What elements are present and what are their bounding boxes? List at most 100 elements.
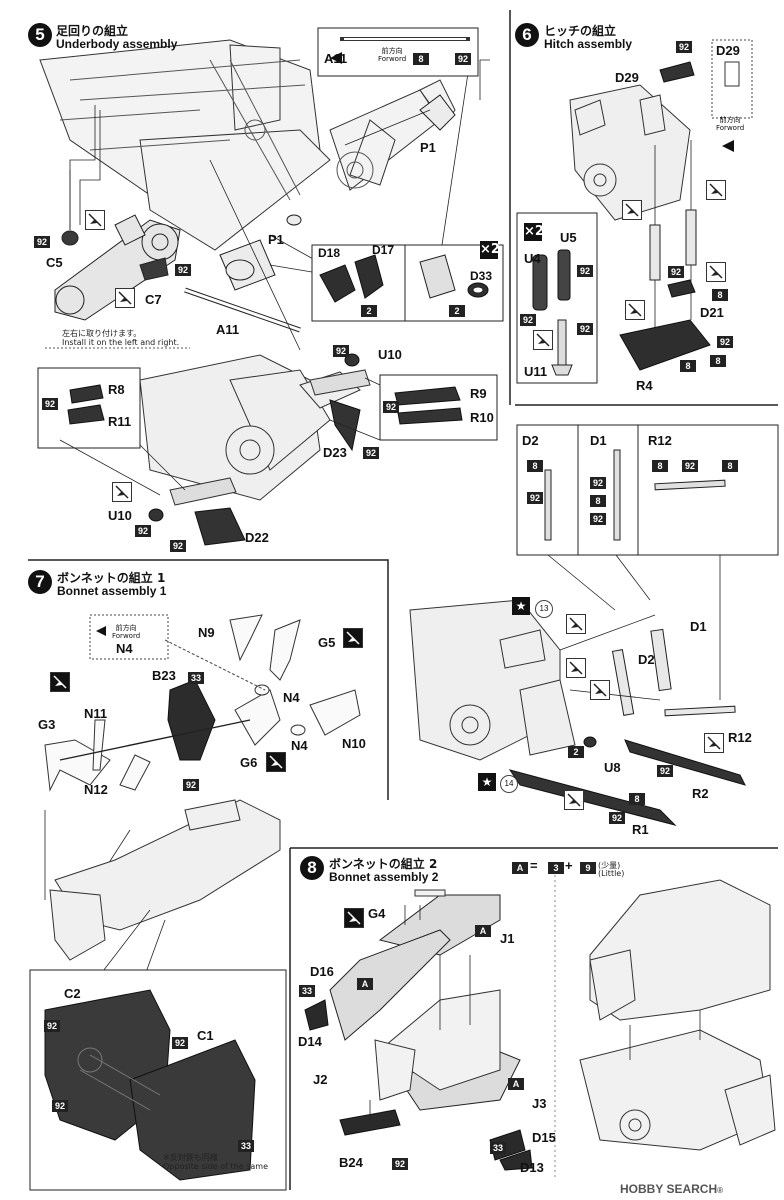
label-d29-inset: D29 — [716, 43, 740, 58]
label-c1: C1 — [197, 1028, 214, 1043]
caution-icon — [112, 482, 132, 502]
label-c7: C7 — [145, 292, 162, 307]
label-b23: B23 — [152, 668, 176, 683]
label-c2: C2 — [64, 986, 81, 1001]
paint-u11: 92 — [577, 323, 593, 335]
caution-icon — [706, 262, 726, 282]
sequence-marker: 13 — [535, 600, 553, 618]
step-7-number: 7 — [28, 570, 52, 594]
label-c5: C5 — [46, 255, 63, 270]
label-u8: U8 — [604, 760, 621, 775]
note-opposite-en: Opposite side of the same — [163, 1162, 268, 1171]
paint-r1: 92 — [609, 812, 625, 824]
caution-icon — [564, 790, 584, 810]
label-n4-inset: N4 — [116, 641, 133, 656]
label-p1-right: P1 — [420, 140, 436, 155]
caution-icon — [344, 908, 364, 928]
note-jp: 左右に取り付けます。 — [62, 329, 142, 338]
label-g4: G4 — [368, 906, 386, 921]
label-d17: D17 — [372, 243, 395, 257]
caution-icon — [115, 288, 135, 308]
paint-b24: 92 — [392, 1158, 408, 1170]
label-rod-r12: R12 — [648, 433, 672, 448]
label-r8: R8 — [108, 382, 125, 397]
mix-a: A — [512, 862, 528, 874]
paint-j3: A — [508, 1078, 524, 1090]
label-n4-low: N4 — [291, 738, 308, 753]
paint-u8: 2 — [568, 746, 584, 758]
paint-top-a: A — [357, 978, 373, 990]
paint-c1: 92 — [52, 1100, 68, 1112]
label-p1-left: P1 — [268, 232, 284, 247]
paint-d22: 92 — [170, 540, 186, 552]
label-a11: A11 — [216, 322, 240, 337]
paint-c2: 92 — [44, 1020, 60, 1032]
label-n12: N12 — [84, 782, 108, 797]
axle-inset-label: A11 — [324, 51, 348, 66]
paint-u10-top: 92 — [333, 345, 349, 357]
paint-c1-b: 33 — [238, 1140, 254, 1152]
mix-plus: + — [565, 858, 573, 873]
paint-d21-b: 8 — [712, 289, 728, 301]
label-g6: G6 — [240, 755, 258, 770]
paint-r2: 92 — [657, 765, 673, 777]
label-r9: R9 — [470, 386, 487, 401]
axle-inset-paint: 8 — [413, 53, 429, 65]
label-rod-d1: D1 — [590, 433, 607, 448]
paint-c7: 92 — [175, 264, 191, 276]
label-n11: N11 — [84, 706, 108, 721]
label-rod-d2: D2 — [522, 433, 539, 448]
paint-r1-b: 8 — [629, 793, 645, 805]
step-5-title-jp: 足回りの組立 — [56, 24, 129, 38]
caution-icon — [85, 210, 105, 230]
label-g3: G3 — [38, 717, 56, 732]
caution-icon — [50, 672, 70, 692]
caution-icon — [622, 200, 642, 220]
label-j1: J1 — [500, 931, 515, 946]
paint-r8: 92 — [42, 398, 58, 410]
label-g5: G5 — [318, 635, 336, 650]
sequence-marker: 14 — [500, 775, 518, 793]
label-d33: D33 — [470, 269, 493, 283]
step-6-title-jp: ヒッチの組立 — [544, 24, 617, 38]
step-5-number: 5 — [28, 23, 52, 47]
multiplier-badge: ×2 — [480, 241, 500, 259]
step-8-title-jp: ボンネットの組立 2 — [329, 857, 438, 871]
label-r11: R11 — [108, 414, 132, 429]
paint-j1: A — [475, 925, 491, 937]
label-n10: N10 — [342, 736, 366, 751]
label-d14: D14 — [298, 1034, 322, 1049]
paint-d18: 2 — [361, 305, 377, 317]
mix-color-2: 9 — [580, 862, 596, 874]
paint-rod-r12-3: 8 — [722, 460, 738, 472]
label-d15: D15 — [532, 1130, 556, 1145]
step-7-title-en: Bonnet assembly 1 — [57, 584, 167, 598]
paint-d29: 92 — [676, 41, 692, 53]
paint-c2-b: 92 — [172, 1037, 188, 1049]
step-6-title-en: Hitch assembly — [544, 37, 633, 51]
caution-icon — [266, 752, 286, 772]
paint-rod-d1-3: 92 — [590, 513, 606, 525]
caution-icon — [625, 300, 645, 320]
label-n4-mid: N4 — [283, 690, 300, 705]
label-hitch-d2: D2 — [638, 652, 655, 667]
label-d29: D29 — [615, 70, 639, 85]
label-hitch-r2: R2 — [692, 786, 709, 801]
caution-icon — [590, 680, 610, 700]
label-d22: D22 — [245, 530, 269, 545]
mix-eq: = — [530, 858, 538, 873]
paint-d16: 33 — [299, 985, 315, 997]
label-hitch-r12: R12 — [728, 730, 752, 745]
label-hitch-d1: D1 — [690, 619, 707, 634]
label-d21: D21 — [700, 305, 724, 320]
caution-icon — [566, 614, 586, 634]
axle-inset-paint-2: 92 — [455, 53, 471, 65]
label-d18: D18 — [318, 246, 341, 260]
label-u10-bottom: U10 — [108, 508, 132, 523]
watermark: HOBBY SEARCH® — [620, 1182, 724, 1196]
paint-d33: 2 — [449, 305, 465, 317]
paint-rod-d2-1: 8 — [527, 460, 543, 472]
paint-b23-b: 92 — [183, 779, 199, 791]
